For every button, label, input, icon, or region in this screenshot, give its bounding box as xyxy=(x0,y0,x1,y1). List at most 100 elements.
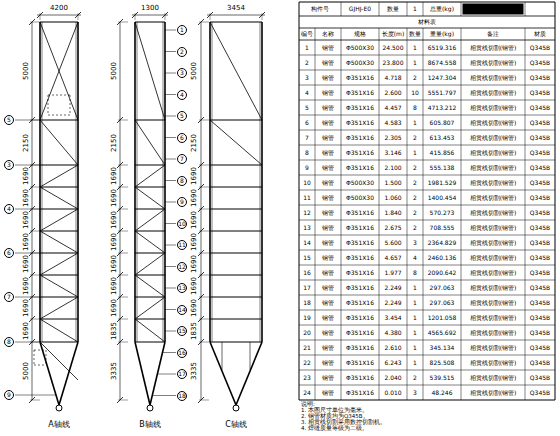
table-cell: 钢管 xyxy=(322,270,334,276)
member-line xyxy=(135,209,165,210)
member-line xyxy=(118,297,128,298)
member-line xyxy=(40,342,78,343)
member-line xyxy=(163,22,164,342)
table-cell: 相贯线切割(钢管) xyxy=(470,225,517,231)
member-line xyxy=(15,342,40,343)
table-cell: 1 xyxy=(413,6,417,12)
table-cell: Φ351X16 xyxy=(346,390,374,396)
member-line xyxy=(210,319,262,320)
table-cell: Q345B xyxy=(530,165,550,171)
member-line xyxy=(30,319,40,320)
member-line xyxy=(210,297,262,298)
callout-number: 5 xyxy=(4,115,14,125)
member-line xyxy=(165,30,176,31)
member-line xyxy=(299,70,555,71)
table-cell: 1 xyxy=(413,120,417,126)
table-cell: 相贯线切割(钢管) xyxy=(470,120,517,126)
table-header: 材质 xyxy=(534,31,546,37)
table-cell: Φ351X16 xyxy=(346,240,374,246)
table-cell: 8674.558 xyxy=(428,60,457,66)
table-cell: 相贯线切割(钢管) xyxy=(470,180,517,186)
member-line xyxy=(78,13,79,20)
member-line xyxy=(70,95,71,115)
table-cell: 5551.797 xyxy=(428,90,457,96)
table-cell: 钢管 xyxy=(322,285,334,291)
member-line xyxy=(40,22,78,23)
callout-number: 6 xyxy=(177,133,187,143)
member-line xyxy=(199,187,209,188)
table-cell: 钢管 xyxy=(322,210,334,216)
table-cell: 8 xyxy=(413,105,417,111)
table-cell: 相贯线切割(钢管) xyxy=(470,135,517,141)
member-line xyxy=(299,250,555,251)
member-line xyxy=(40,13,41,20)
dimension: 1690 xyxy=(191,255,198,273)
callout-number: 7 xyxy=(177,154,187,164)
member-line xyxy=(423,2,424,16)
table-cell: Φ500X30 xyxy=(346,180,374,186)
dimension: 1690 xyxy=(191,277,198,295)
member-line xyxy=(46,350,47,365)
table-cell: Q345B xyxy=(530,45,550,51)
table-cell: 钢管 xyxy=(322,225,334,231)
member-line xyxy=(407,28,408,400)
table-cell: 相贯线切割(钢管) xyxy=(470,390,517,396)
table-cell: 1400.454 xyxy=(428,195,457,201)
table-cell: 22 xyxy=(303,360,311,366)
member-line xyxy=(261,22,263,342)
member-line xyxy=(212,22,213,342)
dimension: 1690 xyxy=(111,233,118,251)
table-cell: 相贯线切割(钢管) xyxy=(470,255,517,261)
table-header: 编号 xyxy=(301,31,313,37)
table-cell: 1 xyxy=(305,45,309,51)
member-line xyxy=(210,22,262,120)
dimension: 1690 xyxy=(23,322,30,340)
table-cell: 3 xyxy=(305,75,309,81)
view-title: C轴线 xyxy=(225,421,247,429)
table-cell: Q345B xyxy=(530,120,550,126)
table-cell: 2 xyxy=(413,195,417,201)
table-cell: 825.508 xyxy=(430,360,455,366)
dimension: 1690 xyxy=(191,233,198,251)
member-line xyxy=(210,342,262,343)
table-cell: Q345B xyxy=(530,135,550,141)
member-line xyxy=(135,120,165,121)
member-line xyxy=(118,342,128,343)
table-header: 规格 xyxy=(354,31,366,37)
dimension: 1690 xyxy=(23,167,30,185)
table-cell: 相贯线切割(钢管) xyxy=(470,375,517,381)
member-line xyxy=(199,297,209,298)
table-cell: 21 xyxy=(303,345,311,351)
dimension: 3454 xyxy=(227,5,245,12)
member-line xyxy=(118,187,128,188)
table-cell: 708.555 xyxy=(430,225,455,231)
member-line xyxy=(118,120,128,121)
callout-number: 10 xyxy=(177,219,187,229)
member-line xyxy=(299,280,555,281)
table-cell: 11 xyxy=(303,195,311,201)
table-cell: 钢管 xyxy=(322,120,334,126)
member-line xyxy=(118,275,128,276)
member-line xyxy=(207,15,265,16)
table-cell: Φ351X16 xyxy=(346,210,374,216)
table-cell: Φ351X16 xyxy=(346,165,374,171)
member-line xyxy=(40,231,78,232)
table-cell: 24.500 xyxy=(383,45,404,51)
table-cell: 总重(kg) xyxy=(430,6,454,12)
table-cell: 4.457 xyxy=(384,105,401,111)
member-line xyxy=(163,352,177,353)
table-cell: 钢管 xyxy=(322,45,334,51)
member-line xyxy=(76,22,77,342)
callout-number: 4 xyxy=(4,204,14,214)
member-line xyxy=(210,342,236,405)
member-line xyxy=(299,2,555,3)
table-cell: Φ500X30 xyxy=(346,195,374,201)
table-cell: 297.063 xyxy=(430,300,455,306)
table-cell: 19 xyxy=(303,315,311,321)
table-cell: 钢管 xyxy=(322,315,334,321)
dimension: 5000 xyxy=(111,62,118,80)
member-line xyxy=(164,22,166,342)
table-cell: 钢管 xyxy=(322,195,334,201)
table-cell: 钢管 xyxy=(322,345,334,351)
member-line xyxy=(209,22,211,342)
